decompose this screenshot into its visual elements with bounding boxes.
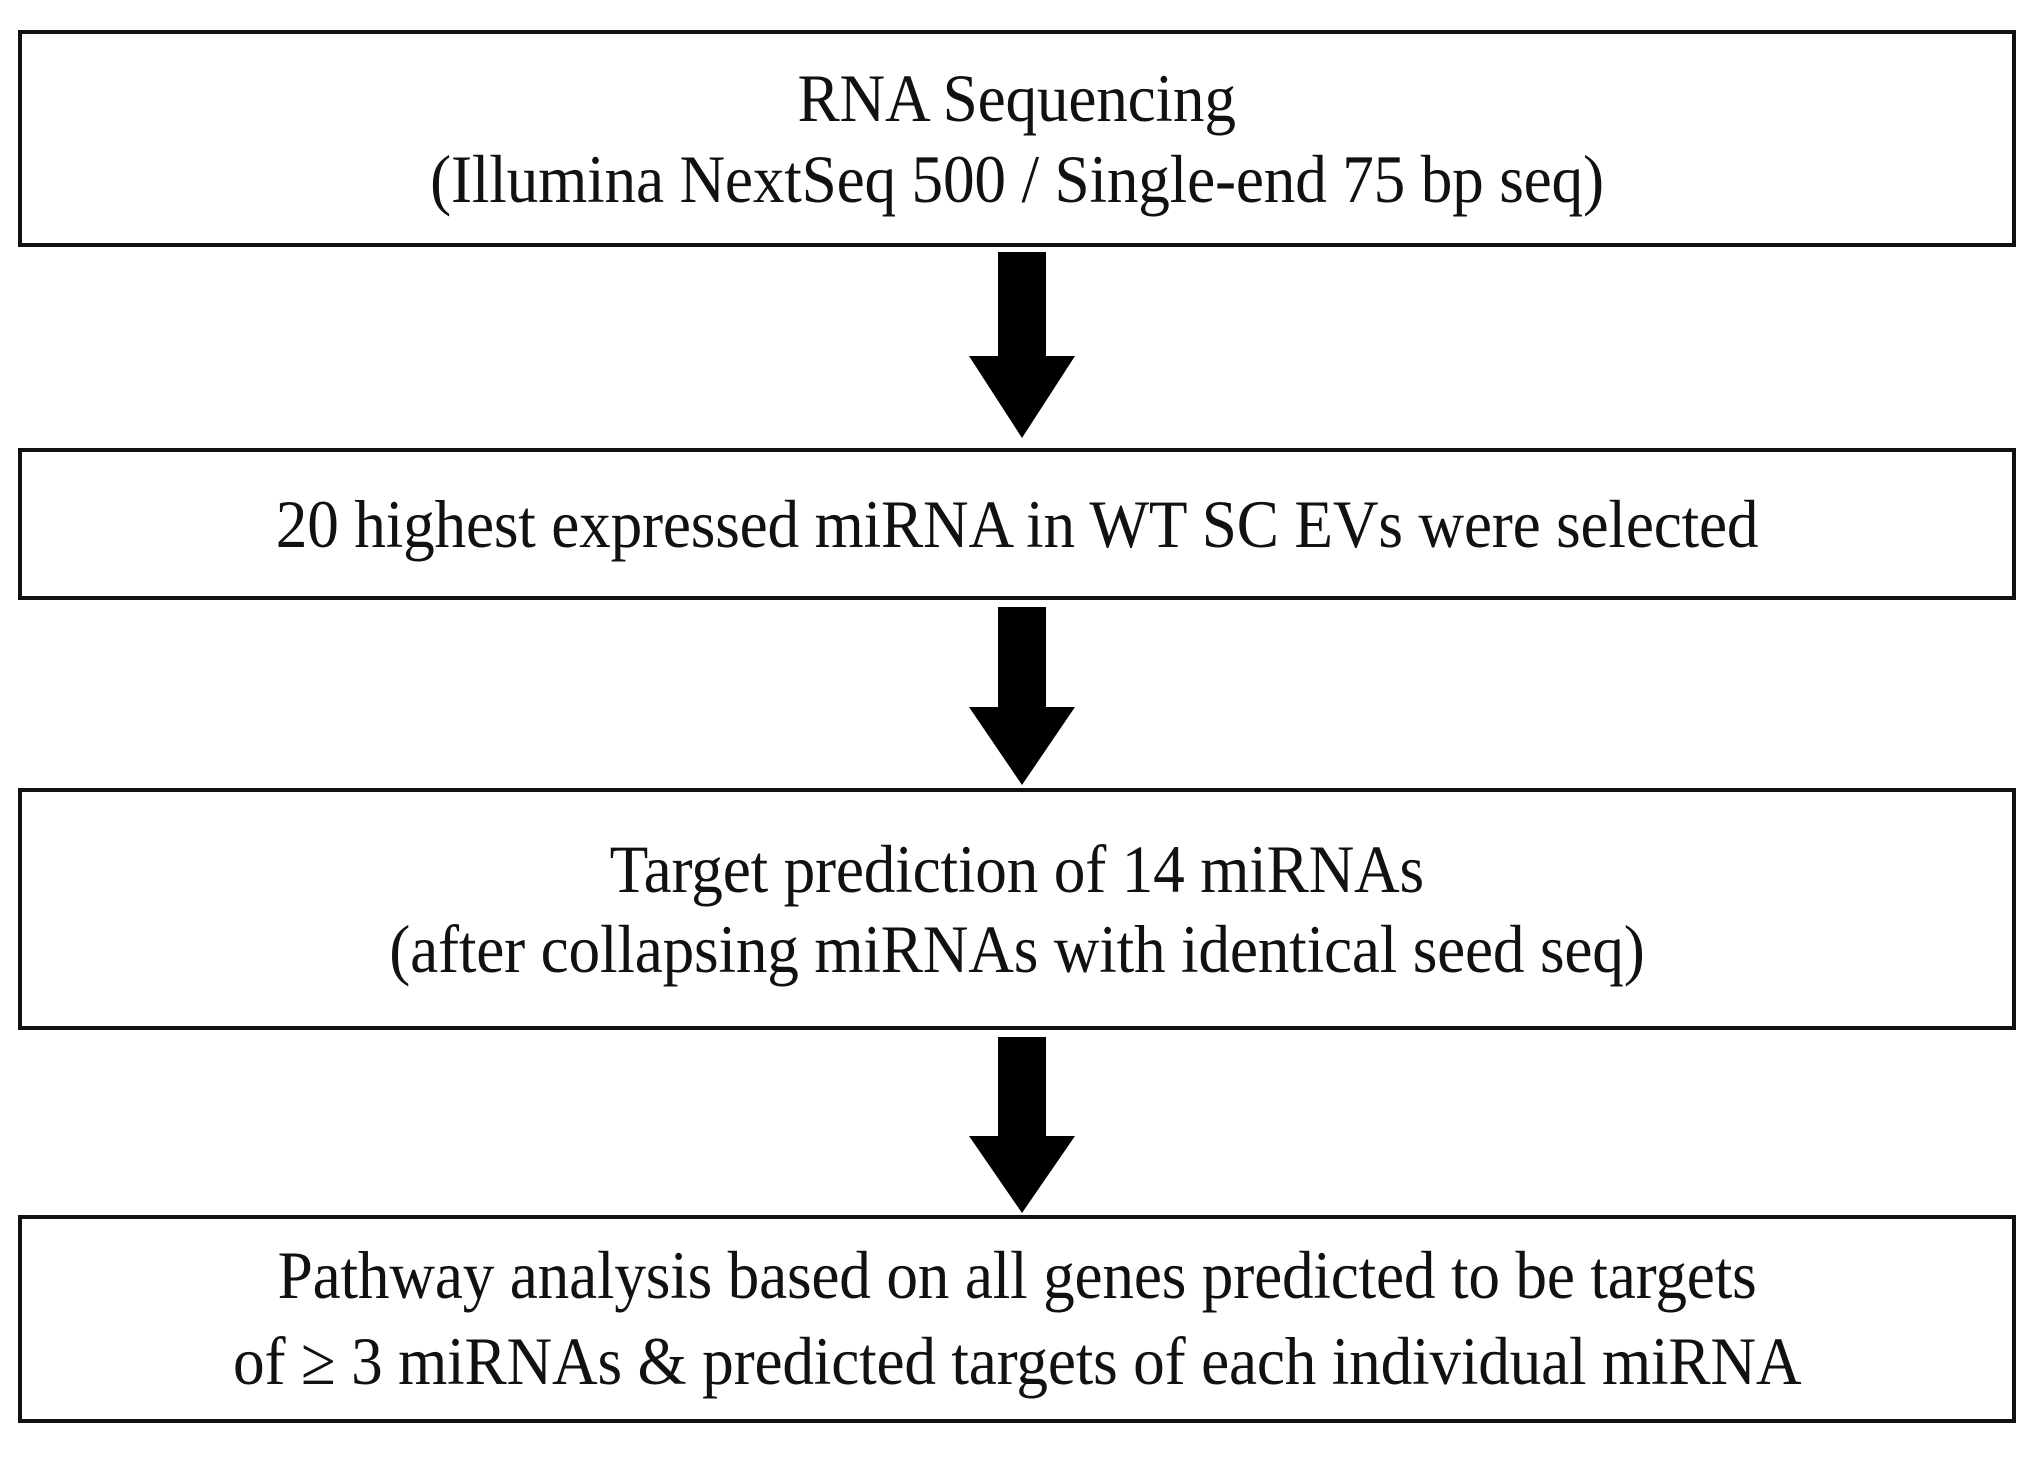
node-text-line: 20 highest expressed miRNA in WT SC EVs …	[275, 485, 1759, 562]
arrow-down-icon	[969, 607, 1075, 785]
flow-connector-target-prediction-to-pathway-analysis	[0, 1037, 2044, 1213]
node-text-line: of ≥ 3 miRNAs & predicted targets of eac…	[232, 1323, 1802, 1399]
flowchart-node-target-prediction: Target prediction of 14 miRNAs (after co…	[18, 788, 2016, 1030]
flowchart-node-rna-sequencing: RNA Sequencing (Illumina NextSeq 500 / S…	[18, 30, 2016, 247]
flowchart-node-mirna-selection: 20 highest expressed miRNA in WT SC EVs …	[18, 448, 2016, 600]
node-text-line: (after collapsing miRNAs with identical …	[389, 911, 1645, 987]
flow-connector-mirna-selection-to-target-prediction	[0, 607, 2044, 785]
arrow-down-icon	[969, 252, 1075, 438]
node-text-line: Target prediction of 14 miRNAs	[609, 830, 1425, 907]
flow-connector-rna-sequencing-to-mirna-selection	[0, 252, 2044, 438]
flowchart-node-pathway-analysis: Pathway analysis based on all genes pred…	[18, 1215, 2016, 1423]
node-text-line: Pathway analysis based on all genes pred…	[277, 1237, 1757, 1314]
arrow-down-icon	[969, 1037, 1075, 1213]
node-text-line: RNA Sequencing	[797, 60, 1237, 137]
node-text-line: (Illumina NextSeq 500 / Single-end 75 bp…	[430, 140, 1604, 217]
